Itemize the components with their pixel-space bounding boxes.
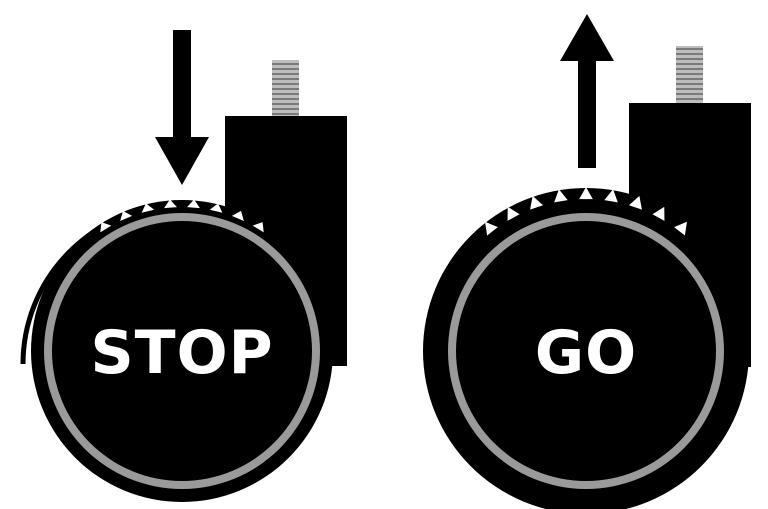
go-thread-stem-icon <box>676 46 703 104</box>
gear-notch <box>579 187 593 200</box>
stop-thread-stem-icon <box>272 60 299 118</box>
arrow-up-icon <box>560 14 614 168</box>
arrow-down-icon <box>155 30 209 185</box>
gear-notch <box>628 195 642 210</box>
gear-notch <box>507 206 520 221</box>
gear-notch <box>187 199 200 209</box>
gear-notch <box>652 206 665 221</box>
gear-notch <box>530 195 544 210</box>
gear-notch <box>604 189 618 203</box>
stop-wheel <box>52 221 312 481</box>
gear-notch <box>209 203 223 213</box>
gear-notch <box>164 199 177 209</box>
gear-notch <box>141 203 155 213</box>
gear-notch <box>554 189 568 203</box>
go-panel: GO <box>423 14 751 509</box>
gear-notch <box>485 221 498 236</box>
gear-notch <box>120 210 133 221</box>
stop-label: STOP <box>90 318 273 388</box>
gear-notch <box>674 221 687 236</box>
stop-panel: STOP <box>20 30 347 502</box>
go-wheel <box>456 221 716 481</box>
gear-notch <box>100 222 112 233</box>
go-label: GO <box>535 318 637 388</box>
gear-notch <box>231 210 244 221</box>
gear-notch <box>252 222 264 233</box>
